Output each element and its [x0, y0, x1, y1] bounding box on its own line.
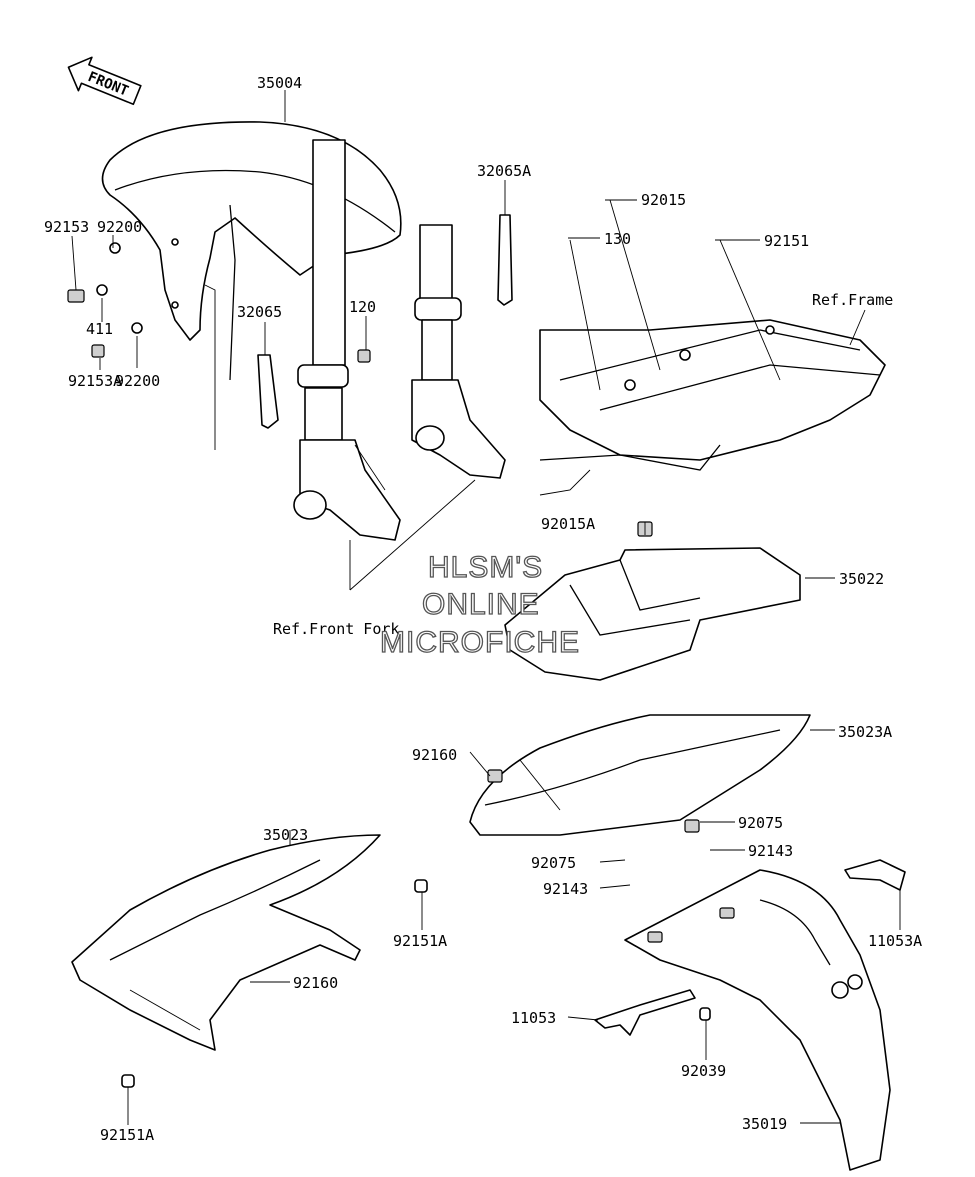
watermark-line-1: HLSM'S	[428, 551, 543, 584]
watermark: HLSM'S ONLINE MICROFICHE	[379, 550, 580, 659]
under-tray	[504, 521, 801, 681]
front-direction-arrow: FRONT	[67, 56, 142, 106]
part-number-labels: 35004 32065A 92015 92151 130 Ref.Frame 9…	[44, 74, 922, 1144]
front-fender	[101, 121, 402, 450]
label-35004: 35004	[257, 74, 302, 92]
right-fork-tube	[411, 224, 506, 479]
label-11053: 11053	[511, 1009, 556, 1027]
rear-fender-front-section	[71, 834, 428, 1088]
label-92143-right: 92143	[748, 842, 793, 860]
label-ref-frame: Ref.Frame	[812, 291, 893, 309]
label-32065A: 32065A	[477, 162, 531, 180]
front-fasteners	[67, 242, 371, 363]
label-92075-left: 92075	[531, 854, 576, 872]
fender-brackets	[257, 214, 513, 429]
rear-frame	[539, 319, 886, 496]
leader-lines	[71, 90, 901, 1125]
label-92151A-bottom: 92151A	[100, 1126, 154, 1144]
rear-brackets	[594, 859, 906, 1036]
label-32065: 32065	[237, 303, 282, 321]
watermark-line-3: MICROFICHE	[380, 626, 580, 659]
label-92160-top: 92160	[412, 746, 457, 764]
label-11053A: 11053A	[868, 932, 922, 950]
label-92153: 92153	[44, 218, 89, 236]
label-92160-bottom: 92160	[293, 974, 338, 992]
label-92200-top: 92200	[97, 218, 142, 236]
seat-cowl	[469, 714, 811, 836]
label-35023: 35023	[263, 826, 308, 844]
label-92143-left: 92143	[543, 880, 588, 898]
label-92075-right: 92075	[738, 814, 783, 832]
label-92153A: 92153A	[68, 372, 122, 390]
left-fork-tube	[293, 139, 401, 541]
label-92151A-right: 92151A	[393, 932, 447, 950]
label-92015A: 92015A	[541, 515, 595, 533]
label-35019: 35019	[742, 1115, 787, 1133]
label-35023A: 35023A	[838, 723, 892, 741]
label-411: 411	[86, 320, 113, 338]
rear-fender-rear-section	[624, 869, 891, 1171]
label-92015: 92015	[641, 191, 686, 209]
label-92200-bottom: 92200	[115, 372, 160, 390]
label-92151: 92151	[764, 232, 809, 250]
label-130: 130	[604, 230, 631, 248]
label-92039: 92039	[681, 1062, 726, 1080]
label-120: 120	[349, 298, 376, 316]
label-35022: 35022	[839, 570, 884, 588]
label-ref-front-fork: Ref.Front Fork	[273, 620, 399, 638]
watermark-line-2: ONLINE	[422, 588, 540, 621]
